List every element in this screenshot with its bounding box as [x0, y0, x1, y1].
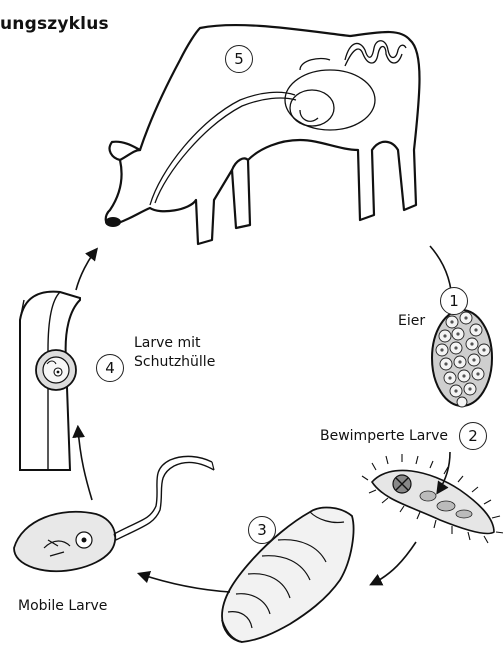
stage-2-label: Bewimperte Larve [320, 427, 448, 446]
ciliated-larva-illustration [362, 454, 503, 543]
egg-illustration [432, 310, 492, 407]
digestive-tract [150, 41, 406, 205]
arrow-mobile-to-cyst [78, 428, 92, 500]
stage-3-number: 3 [248, 516, 276, 544]
stage-3-label: Mobile Larve [18, 597, 107, 616]
cow-illustration [106, 25, 420, 244]
stage-1-number: 1 [440, 287, 468, 315]
arrow-snail-to-mobile [140, 574, 230, 592]
stage-4-number: 4 [96, 354, 124, 382]
stage-2-number: 2 [459, 422, 487, 450]
mobile-larva-illustration [14, 456, 214, 571]
snail-illustration [222, 507, 354, 642]
arrow-cyst-to-cow [76, 250, 96, 290]
arrow-larva-to-snail [372, 542, 416, 584]
diagram-title: ungszyklus [0, 14, 109, 34]
stage-5-number: 5 [225, 45, 253, 73]
stage-1-label: Eier [398, 312, 425, 331]
stage-4-label: Larve mit Schutzhülle [134, 334, 252, 372]
grass-blade-illustration [20, 292, 80, 470]
cow-nose-shape [105, 217, 121, 227]
